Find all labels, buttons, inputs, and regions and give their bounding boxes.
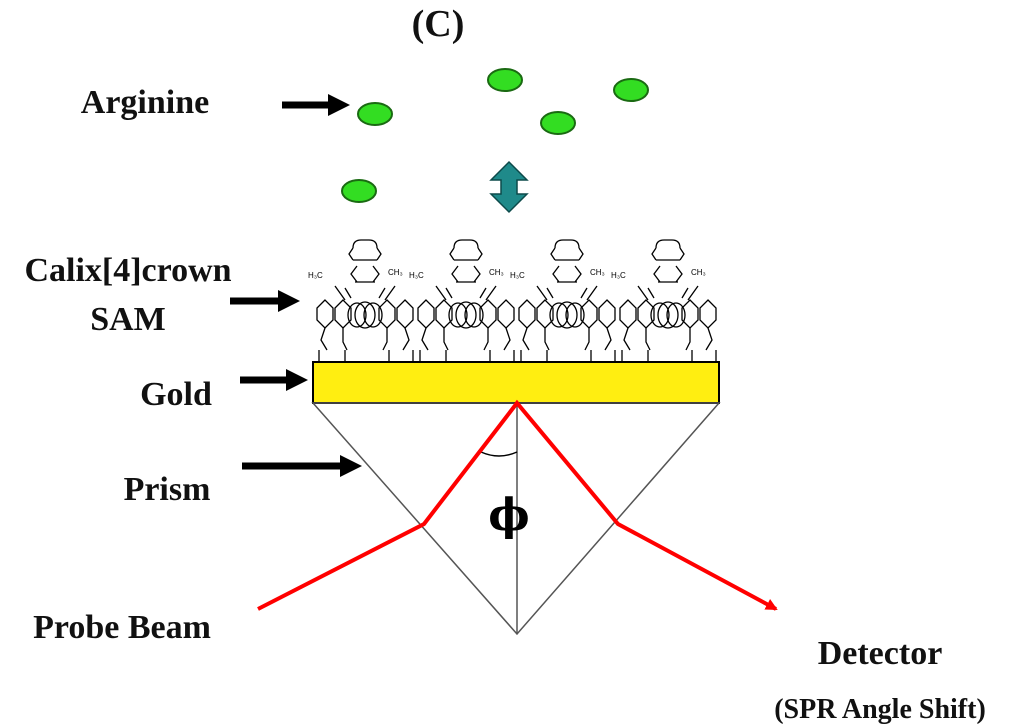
calix-arrow (230, 290, 300, 312)
methyl-label: CH₃ (691, 268, 706, 277)
methyl-label: CH₃ (388, 268, 403, 277)
prism-label: Prism (124, 471, 211, 508)
panel-label: (C) (412, 3, 465, 45)
probe-beam-label: Probe Beam (33, 609, 211, 646)
methyl-label: H₃C (611, 271, 626, 280)
detector-label: Detector (818, 635, 943, 672)
calix-crown-molecule (417, 239, 515, 362)
calix-label-line2: SAM (90, 301, 166, 338)
methyl-label: H₃C (409, 271, 424, 280)
calix-crown-molecule (518, 239, 616, 362)
incidence-angle-arc (480, 451, 518, 457)
probe-beam-path (257, 399, 778, 611)
arginine-molecule (487, 68, 523, 92)
calix-crown-molecule (316, 239, 414, 362)
methyl-label: CH₃ (489, 268, 504, 277)
gold-arrow (240, 369, 308, 391)
arginine-molecule (357, 102, 393, 126)
arginine-label: Arginine (81, 84, 209, 121)
arginine-molecule (540, 111, 576, 135)
arginine-molecules (341, 68, 649, 203)
arginine-arrow (282, 94, 350, 116)
gold-layer (312, 361, 720, 404)
methyl-label: H₃C (308, 271, 323, 280)
arginine-molecule (613, 78, 649, 102)
gold-label: Gold (140, 376, 212, 413)
spr-angle-shift-label: (SPR Angle Shift) (774, 694, 986, 724)
methyl-label: H₃C (510, 271, 525, 280)
methyl-label: CH₃ (590, 268, 605, 277)
binding-double-arrow (489, 160, 529, 214)
arginine-molecule (341, 179, 377, 203)
calix-crown-sam: H₃C CH₃ H₃C CH₃ H₃C CH₃ H₃C CH₃ (308, 239, 717, 362)
calix-label-line1: Calix[4]crown (24, 252, 231, 289)
prism-arrow (242, 455, 362, 477)
angle-phi-symbol: ϕ (488, 490, 529, 541)
calix-crown-molecule (619, 239, 717, 362)
